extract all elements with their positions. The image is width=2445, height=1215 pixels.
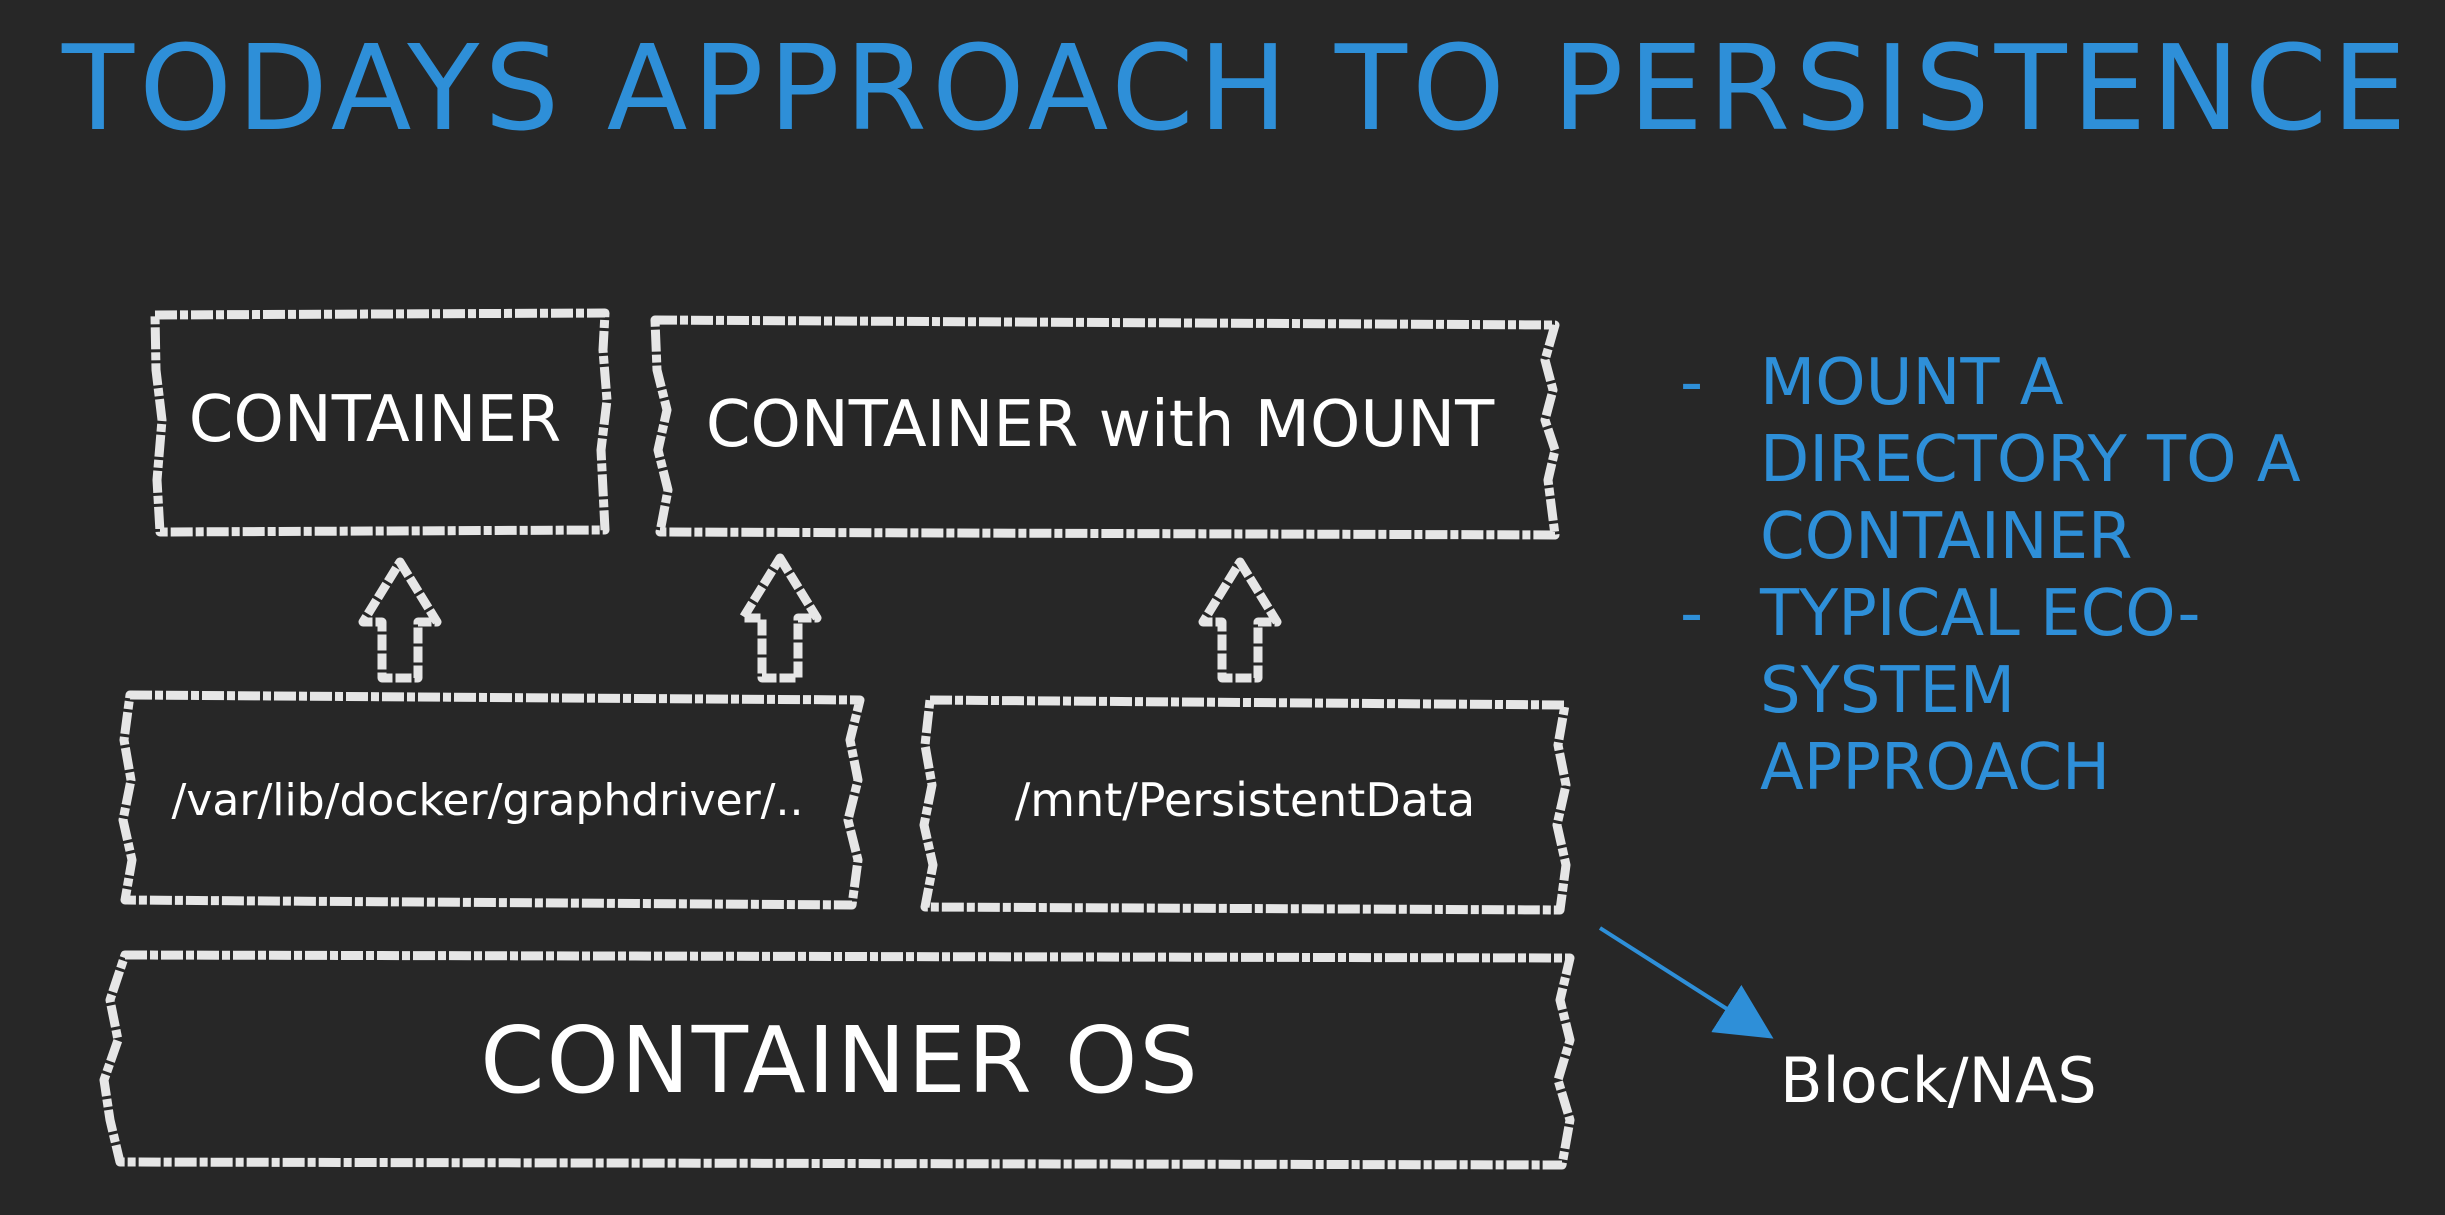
container-os-label: CONTAINER OS xyxy=(480,1006,1200,1114)
up-arrow-icon xyxy=(1198,557,1282,683)
slide-title: TODAYS APPROACH TO PERSISTENCE xyxy=(62,19,2412,157)
container-with-mount-box xyxy=(650,315,1560,540)
bullet-text: TYPICAL ECO- SYSTEM APPROACH xyxy=(1760,577,2201,805)
bullet-text: MOUNT A DIRECTORY TO A CONTAINER xyxy=(1760,346,2301,574)
container-with-mount-label: CONTAINER with MOUNT xyxy=(705,388,1495,462)
bullet-item: - MOUNT A DIRECTORY TO A CONTAINER xyxy=(1680,345,2420,576)
bullet-dash: - xyxy=(1680,577,1704,651)
graphdriver-path-label: /var/lib/docker/graphdriver/.. xyxy=(171,774,804,826)
container-os-box xyxy=(99,950,1575,1170)
persistent-data-path-label: /mnt/PersistentData xyxy=(1014,773,1476,827)
up-arrow-icon xyxy=(358,557,442,683)
container-box xyxy=(150,308,612,537)
storage-pointer-arrow-icon xyxy=(1598,926,1774,1039)
persistent-data-box xyxy=(919,695,1571,915)
bullet-list: - MOUNT A DIRECTORY TO A CONTAINER - TYP… xyxy=(1680,345,2420,807)
container-label: CONTAINER xyxy=(188,383,562,457)
bullet-dash: - xyxy=(1680,346,1704,420)
block-nas-label: Block/NAS xyxy=(1780,1043,2097,1117)
graphdriver-box xyxy=(118,690,865,910)
up-arrow-icon xyxy=(738,553,822,683)
bullet-item: - TYPICAL ECO- SYSTEM APPROACH xyxy=(1680,576,2420,807)
